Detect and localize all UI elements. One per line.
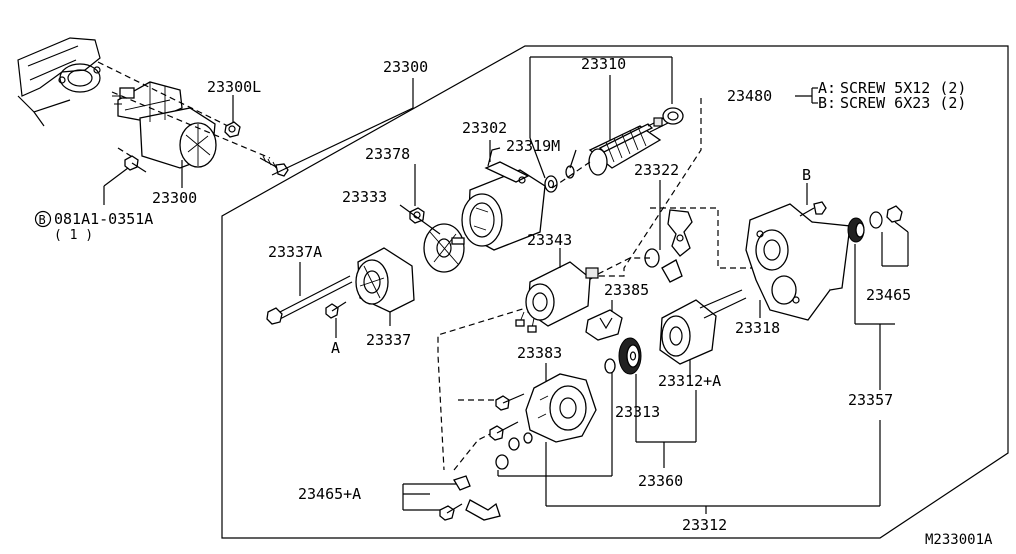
solenoid-section-dashed-outline [437,98,702,471]
label-23333: 23333 [342,188,387,206]
shift-lever-23322-icon [644,209,693,283]
leader-081A1-b [103,167,129,187]
pinion-gear-icon [847,217,865,243]
washer-23319M-icon [544,165,575,193]
screw-A-icon [325,301,347,319]
label-23385: 23385 [604,281,649,299]
end-cover-23337-icon [355,247,415,313]
bracket-23465A-icon [439,475,501,521]
label-23337: 23337 [366,331,411,349]
label-diagram-code: M233001A [925,532,993,548]
bolt-hole-guide-1 [97,61,233,129]
axis-guide-2 [453,433,491,471]
leader-23465-d [894,221,909,233]
small-bushings-icon [495,432,533,470]
label-screw-b: SCREW 6X23 (2) [840,94,966,112]
brush-holder-23333-icon [423,223,465,273]
label-23378: 23378 [365,145,410,163]
label-081A1-0351A: 081A1-0351A [54,210,153,228]
label-23360: 23360 [638,472,683,490]
label-23319M: 23319M [506,137,560,155]
label-23343: 23343 [527,231,572,249]
label-23312: 23312 [682,516,727,534]
bearing-23310-icon [662,107,684,125]
screw-B-icon [799,201,827,217]
leader-23333 [399,204,441,235]
circle-B-marker [34,210,52,228]
through-bolt-23337A-icon [266,275,353,325]
label-23300-top: 23300 [383,58,428,76]
starter-installed-illustration [112,81,217,169]
label-screw-b-key: B: [818,94,836,112]
label-23302: 23302 [462,119,507,137]
assembly-frame [221,45,1009,539]
label-23465: 23465 [866,286,911,304]
armature-23310-icon [588,113,675,176]
label-bolt-circle: B [39,213,46,227]
label-23337A: 23337A [268,243,322,261]
label-23480: 23480 [727,87,772,105]
label-23465A: 23465+A [298,485,361,503]
leader-23319M [529,137,546,179]
retaining-ring-icon [869,211,883,229]
label-23312A: 23312+A [658,372,721,390]
label-23322: 23322 [634,161,679,179]
front-housing-23383-icon [525,373,597,443]
label-23300L: 23300L [207,78,261,96]
output-shaft-23312A-icon [659,289,747,365]
nut-23300L-icon [224,121,241,138]
leader-23300-top-b [271,107,414,176]
housing-bolt-icon [495,393,525,411]
label-23300-left: 23300 [152,189,197,207]
reduction-gear-23313-icon [618,337,642,375]
label-23313: 23313 [615,403,660,421]
label-23318: 23318 [735,319,780,337]
label-bolt-qty: ( 1 ) [54,228,93,243]
washer-23313-icon [604,358,616,374]
dust-cover-23385-icon [585,309,623,341]
label-23383: 23383 [517,344,562,362]
mount-bolt-icon [259,155,289,177]
stop-collar-icon [886,205,903,223]
leader-23319M-b [569,149,577,169]
mount-bolt-b-icon [124,155,147,173]
label-23310: 23310 [581,55,626,73]
label-screw-a-key: A: [818,79,836,97]
gear-housing-23318-icon [745,203,851,321]
label-mark-B: B [802,166,811,184]
axis-guide-3 [551,161,591,189]
housing-bolt-2-icon [489,421,519,441]
yoke-23302-icon [461,147,546,251]
label-23357: 23357 [848,391,893,409]
solenoid-23343-icon [515,261,599,333]
engine-mount-illustration [17,37,101,127]
label-mark-A: A [331,339,340,357]
axis-guide-4 [597,257,650,275]
bolt-hole-guide-2 [111,91,271,159]
solenoid-section-dashed-outline-2 [650,207,760,269]
label-screw-a: SCREW 5X12 (2) [840,79,966,97]
